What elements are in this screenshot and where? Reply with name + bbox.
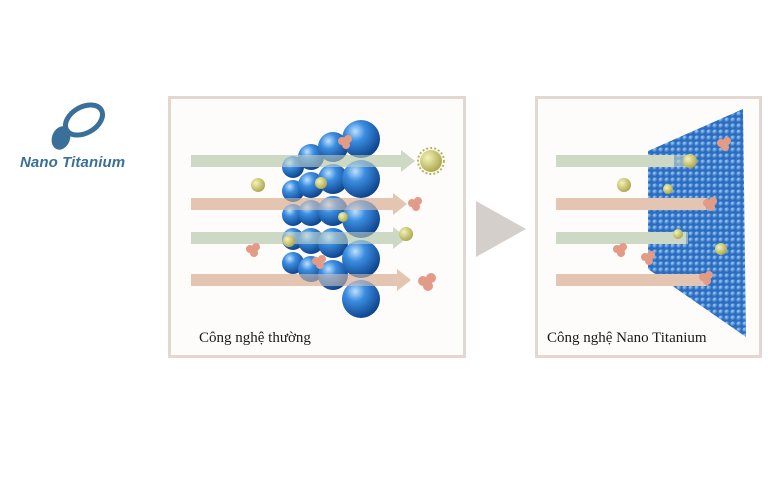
conventional-technology-panel: Công nghệ thường <box>168 96 466 358</box>
nano-titanium-logo-mark <box>51 102 105 150</box>
conventional-filter-illustration <box>191 120 445 318</box>
nano-mesh <box>648 109 746 337</box>
dust-particles <box>617 154 727 255</box>
triangle-right-arrow-icon <box>476 201 526 257</box>
nano-titanium-filter-illustration <box>556 109 746 337</box>
dust-particles <box>251 147 445 247</box>
logo-text: Nano Titanium <box>20 154 126 171</box>
bacteria-particles <box>246 135 436 291</box>
conventional-caption: Công nghệ thường <box>199 330 311 346</box>
filter-spheres <box>282 120 380 318</box>
nano-titanium-caption: Công nghệ Nano Titanium <box>547 330 707 346</box>
bacteria-particles <box>613 137 731 285</box>
nano-titanium-technology-panel: Công nghệ Nano Titanium <box>535 96 762 358</box>
nano-titanium-logo: Nano Titanium <box>16 100 140 176</box>
